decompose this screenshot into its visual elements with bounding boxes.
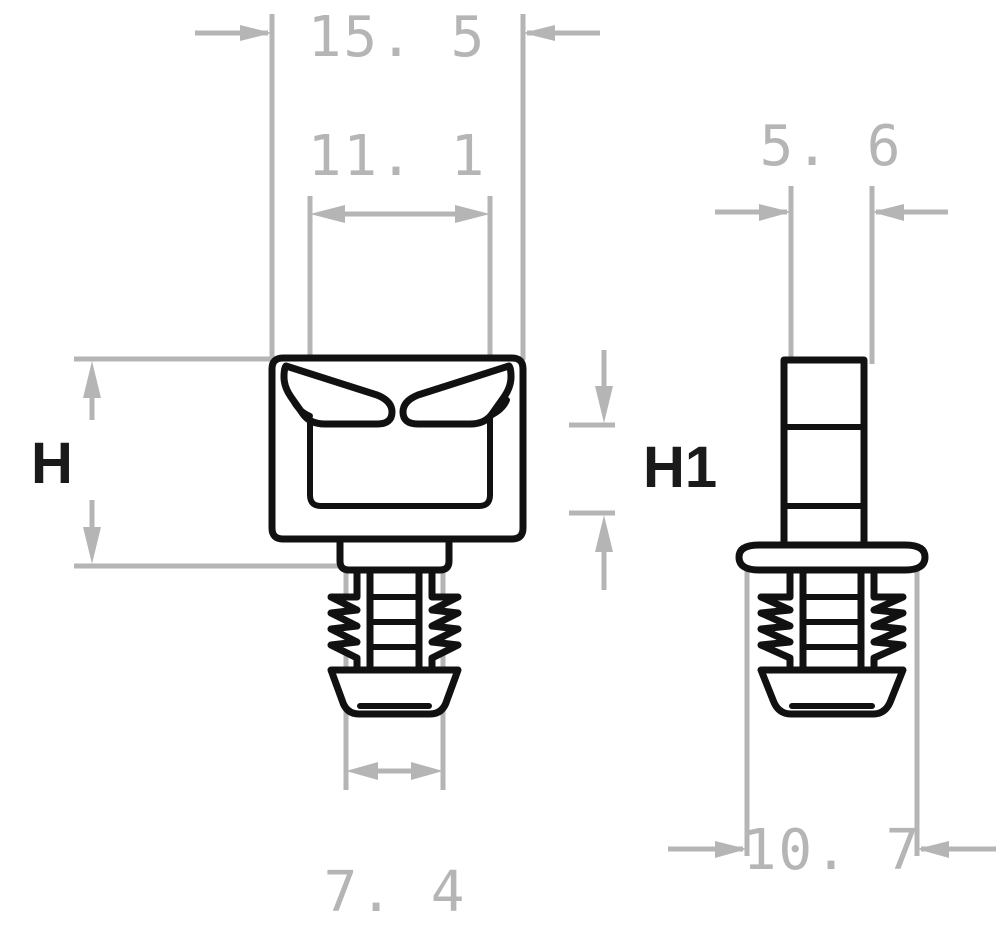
dimension-label-5-6: 5. 6	[760, 114, 903, 179]
arrow-head-h1-top	[595, 386, 613, 423]
dimension-10-7: 10. 7	[668, 818, 996, 883]
dimension-label-7-4: 7. 4	[324, 860, 467, 925]
dimension-label-h1: H1	[643, 435, 717, 500]
dimension-label-10-7: 10. 7	[743, 818, 922, 883]
arrow-head-10-7-left	[715, 841, 747, 858]
arrow-head-15-5-left	[240, 25, 272, 41]
arrow-head-11-1-left	[310, 205, 345, 223]
dimension-label-11-1: 11. 1	[308, 124, 487, 189]
front-view-part	[268, 354, 527, 718]
dimension-15-5: 15. 5	[195, 5, 600, 70]
arrow-head-11-1-right	[455, 205, 490, 223]
arrow-head-5-6-left	[759, 204, 791, 221]
stem-barbs-left-side	[757, 566, 807, 676]
dimension-h: H	[31, 356, 342, 569]
dimension-h1: H1	[569, 350, 717, 590]
clip-wing-right	[399, 362, 515, 428]
arrow-head-10-7-right	[917, 841, 949, 858]
arrow-head-h-bottom	[83, 527, 101, 564]
arrow-head-h1-bottom	[595, 515, 613, 552]
side-view-part	[735, 356, 929, 718]
dimension-label-15-5: 15. 5	[308, 5, 487, 70]
stem-flange-front	[336, 535, 453, 574]
stem-barbs-left-front	[327, 566, 374, 676]
dimension-label-h: H	[31, 431, 73, 496]
clip-wing-left	[280, 362, 396, 428]
arrow-head-7-4-left	[346, 762, 378, 780]
clip-inner-channel	[307, 413, 493, 509]
stem-barbs-right-front	[415, 566, 462, 676]
clip-shoulder-left	[290, 397, 313, 419]
side-body-outline	[780, 356, 868, 549]
dimension-7-4: 7. 4	[324, 762, 467, 925]
arrow-head-15-5-right	[523, 25, 555, 41]
stem-flange-side	[735, 541, 929, 574]
dimension-5-6: 5. 6	[715, 114, 948, 221]
clip-shoulder-right	[487, 397, 510, 419]
arrow-head-7-4-right	[411, 762, 443, 780]
side-view-extension-lines	[744, 186, 920, 856]
arrow-head-h-top	[83, 361, 101, 398]
arrow-head-5-6-right	[872, 204, 904, 221]
dimension-11-1: 11. 1	[308, 124, 490, 223]
stem-barbs-right-side	[857, 566, 907, 676]
